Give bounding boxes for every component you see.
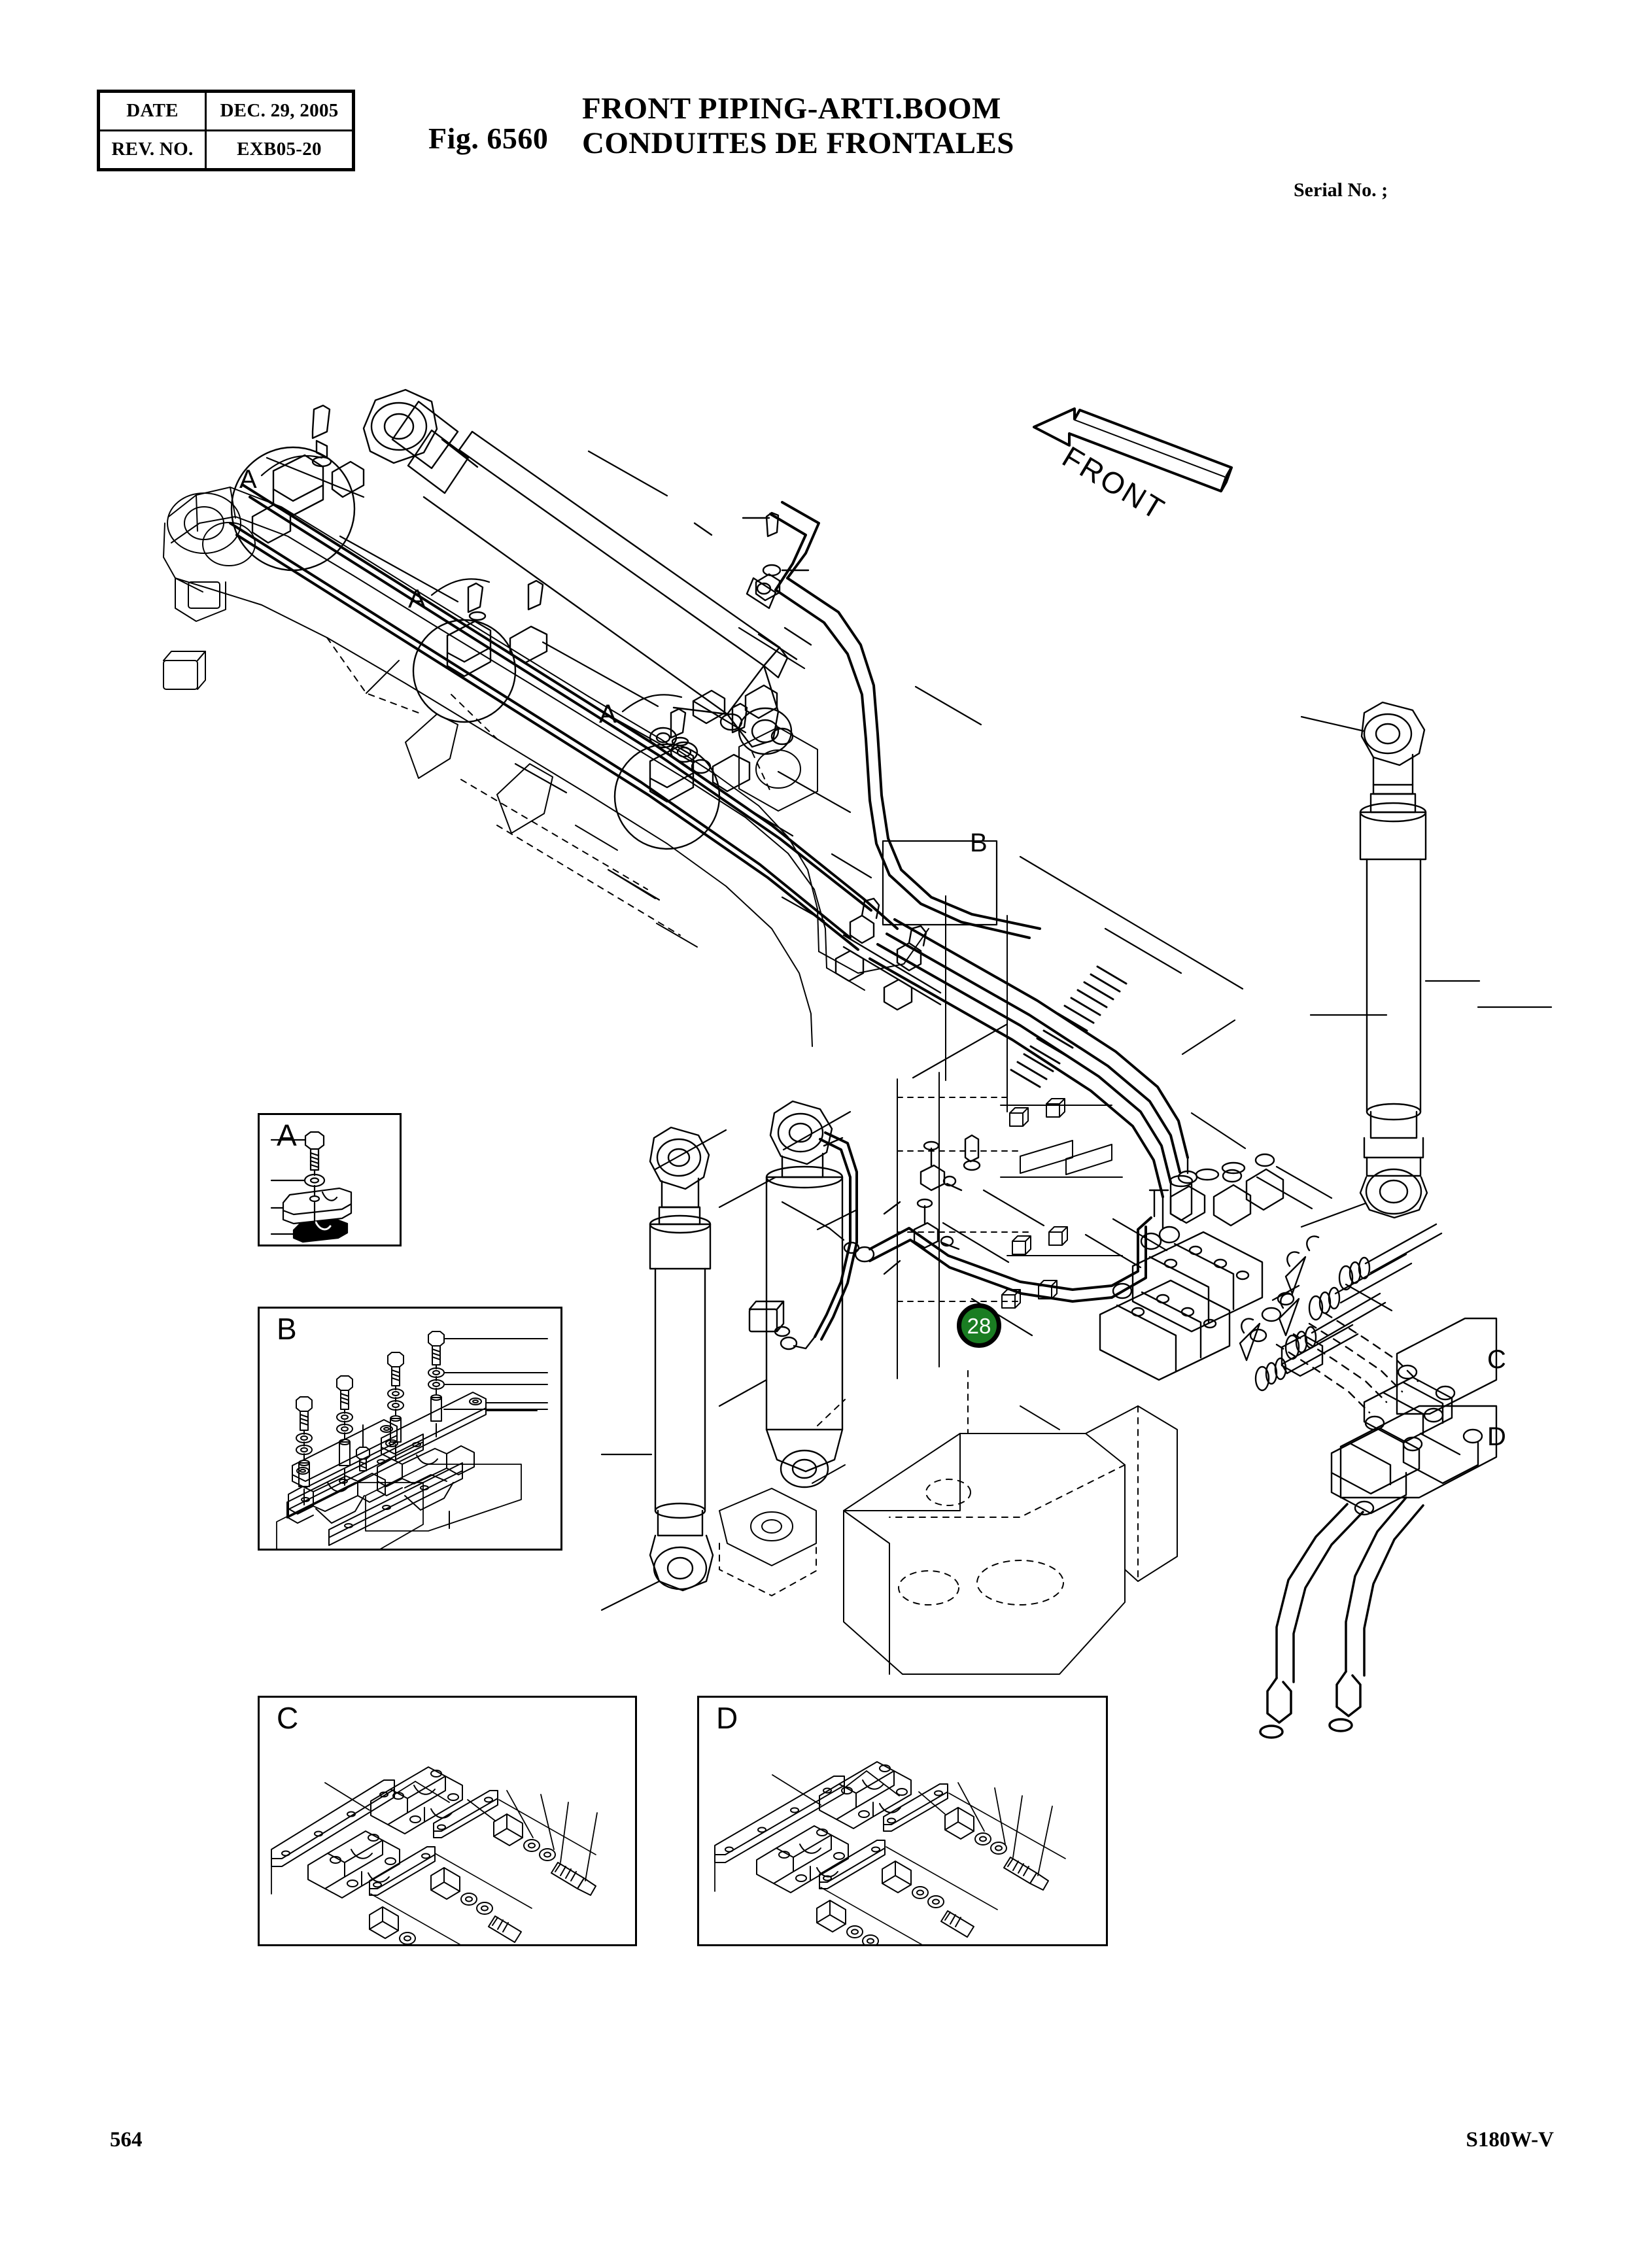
clamp-station-a3 xyxy=(613,702,751,850)
page-number: 564 xyxy=(110,2128,143,2152)
clamp-half-upper xyxy=(282,1187,353,1225)
machine-frame xyxy=(719,895,1178,1675)
hydraulic-lines-mid xyxy=(769,501,1041,939)
model-number: S180W-V xyxy=(1466,2128,1554,2152)
figure-number: Fig. 6560 xyxy=(428,122,549,155)
section-callout-a3: A xyxy=(599,700,617,729)
clamp-block-upper xyxy=(819,1761,912,1829)
clamp-bar-b xyxy=(835,897,942,1011)
section-callout-b: B xyxy=(970,829,988,857)
clamp-half-lower xyxy=(292,1218,349,1243)
page-title: FRONT PIPING-ARTI.BOOM CONDUITES DE FRON… xyxy=(582,92,1014,160)
boom-cylinder-right xyxy=(1300,701,1481,1228)
cover-plate-1 xyxy=(883,1783,948,1832)
clamp-stack-right xyxy=(377,1392,487,1511)
detail-view-a: A xyxy=(258,1113,402,1246)
rev-no-value: EXB05-20 xyxy=(205,129,354,171)
fastener-stack-1 xyxy=(296,1396,313,1505)
detail-view-b: B xyxy=(258,1307,562,1564)
section-callout-a1: A xyxy=(239,465,257,494)
serial-number-label: Serial No. ; xyxy=(1294,179,1388,201)
title-french: CONDUITES DE FRONTALES xyxy=(582,126,1014,160)
manifold-fittings xyxy=(1140,1153,1324,1377)
hose-paths-cd xyxy=(1275,1312,1419,1414)
fastener-row-2 xyxy=(882,1846,998,1938)
table-row: REV. NO. EXB05-20 xyxy=(97,129,354,171)
detail-view-c: C xyxy=(258,1696,637,1949)
date-value: DEC. 29, 2005 xyxy=(205,90,354,131)
date-label: DATE xyxy=(97,90,207,131)
fastener-stack-4 xyxy=(428,1331,445,1437)
boom-structure xyxy=(163,487,929,1047)
clamp-station-a2 xyxy=(412,579,548,723)
cover-plate-2 xyxy=(369,1846,436,1896)
cross-tube-fittings xyxy=(828,1189,1169,1299)
fastener-group-frame xyxy=(883,1134,981,1275)
boom-cylinder-center-lower xyxy=(718,1100,858,1488)
fastener-row-1 xyxy=(944,1793,1066,1891)
fastener-row-3 xyxy=(369,1893,468,1949)
item-balloon-28[interactable]: 28 xyxy=(957,1303,1001,1348)
arm-cylinder-upper xyxy=(362,388,798,755)
mounting-rail-back xyxy=(271,1779,395,1867)
hose-run-right xyxy=(869,918,1189,1198)
fastener-row-1 xyxy=(493,1799,596,1896)
cylinder-head-fittings xyxy=(742,511,812,646)
table-row: DATE DEC. 29, 2005 xyxy=(97,90,354,131)
clamp-block-upper xyxy=(370,1766,463,1834)
set-screw xyxy=(356,1424,370,1471)
manifold-block-lower xyxy=(1099,1279,1231,1381)
boom-cylinder-left-lower xyxy=(600,1126,727,1611)
fastener-row-3 xyxy=(816,1887,930,1949)
revision-table: DATE DEC. 29, 2005 REV. NO. EXB05-20 xyxy=(97,90,355,171)
detail-label-c: C xyxy=(277,1701,299,1735)
section-callout-d: D xyxy=(1487,1422,1506,1451)
title-english: FRONT PIPING-ARTI.BOOM xyxy=(582,92,1001,126)
callout-frame-c xyxy=(1396,1317,1498,1415)
hose-spring-guard xyxy=(1010,965,1127,1088)
cover-plate-2 xyxy=(819,1840,886,1889)
fastener-row-2 xyxy=(430,1853,532,1943)
section-plane-b xyxy=(882,840,998,926)
callout-hook-c xyxy=(1239,1235,1320,1362)
washer-icon xyxy=(303,1173,326,1188)
manifold-block-upper xyxy=(1131,1231,1264,1333)
hose-fittings-cluster xyxy=(649,684,794,774)
leader-lines xyxy=(266,450,1553,1337)
rev-no-label: REV. NO. xyxy=(97,129,207,171)
detail-label-b: B xyxy=(277,1312,297,1346)
section-callout-c: C xyxy=(1487,1345,1506,1374)
hose-drops-bottom xyxy=(1259,1496,1424,1739)
clamp-block-lower xyxy=(756,1825,849,1893)
clamp-group-right xyxy=(1330,1364,1483,1516)
front-direction-arrow: FRONT xyxy=(1030,396,1246,527)
mounting-rail-back xyxy=(714,1776,845,1863)
cover-plate-1 xyxy=(433,1790,498,1838)
section-callout-a2: A xyxy=(408,585,426,613)
detail-label-a: A xyxy=(277,1118,297,1152)
hose-end-fittings xyxy=(1162,1156,1246,1229)
cross-tube xyxy=(869,1216,1152,1303)
mounting-rail-long-2 xyxy=(328,1462,463,1546)
clamp-station-a1 xyxy=(230,404,365,572)
fastener-stack-2 xyxy=(336,1375,353,1486)
bolt-icon xyxy=(304,1131,325,1171)
detail-label-d: D xyxy=(716,1701,738,1735)
hose-assemblies-right xyxy=(1254,1223,1443,1392)
detail-view-d: D xyxy=(697,1696,1108,1949)
fastener-stack-3 xyxy=(387,1352,404,1461)
